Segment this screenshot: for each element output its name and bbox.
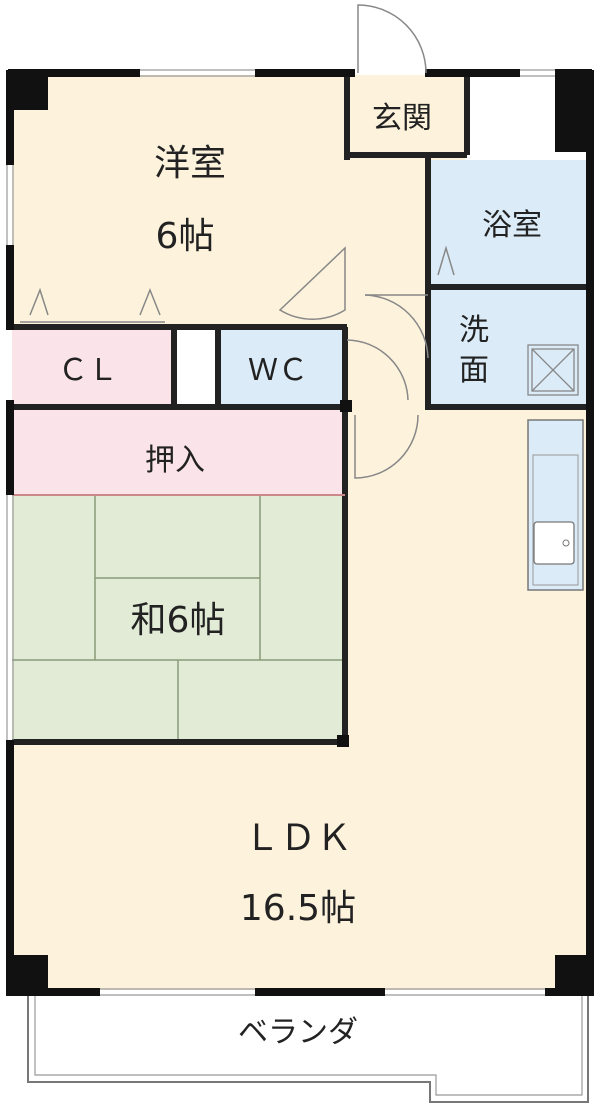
western-room-area <box>12 75 347 325</box>
corner-pillars <box>8 72 592 995</box>
hallway-area <box>347 160 430 410</box>
entrance-label: 玄関 <box>372 101 432 136</box>
ldk-area <box>12 410 588 990</box>
wc-label: ＷＣ <box>248 353 308 388</box>
wc-area <box>220 330 345 405</box>
closet-area <box>12 330 172 405</box>
oshiire-label: 押入 <box>145 443 205 478</box>
western-room-name: 洋室 <box>154 143 226 184</box>
washroom-label-line2: 面 <box>459 353 489 388</box>
washroom-label-line1: 洗 <box>459 313 489 348</box>
kitchen-counter <box>527 419 584 591</box>
interior-walls <box>12 75 588 745</box>
pipe-space <box>176 330 216 405</box>
exterior-walls <box>6 69 594 996</box>
closet-label: ＣＬ <box>58 353 118 388</box>
veranda-inner-line <box>34 995 583 1096</box>
bath-area <box>430 160 588 285</box>
washer-pan <box>527 344 579 396</box>
window-lines <box>6 69 555 996</box>
tatami-lines <box>12 495 345 740</box>
veranda-label: ベランダ <box>238 1015 358 1050</box>
ldk-size: 16.5帖 <box>240 888 356 929</box>
oshiire-area <box>12 410 345 495</box>
western-room-size: 6帖 <box>156 216 215 257</box>
bath-label: 浴室 <box>482 208 542 243</box>
ldk-name: ＬＤＫ <box>244 818 352 859</box>
doors <box>20 4 455 479</box>
washitsu-label: 和6帖 <box>131 600 226 641</box>
entrance-area <box>347 75 465 160</box>
